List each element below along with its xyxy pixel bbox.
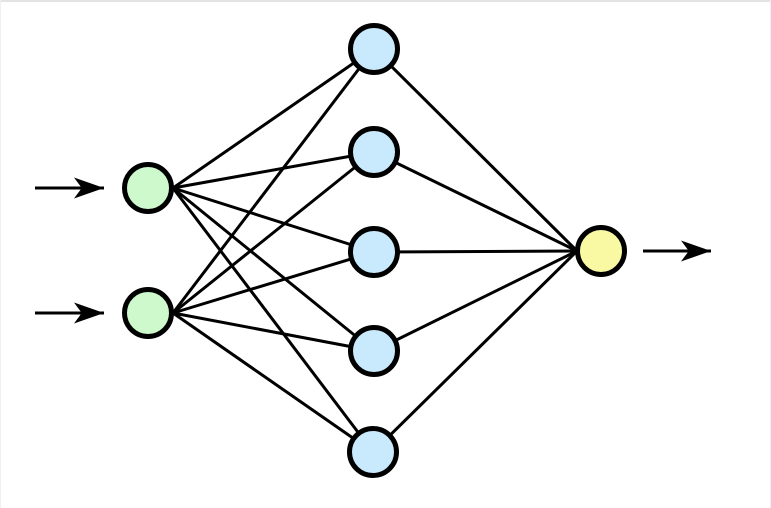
edge-input-node-2-to-hidden-node-4 — [172, 311, 375, 353]
hidden-node-2 — [348, 126, 400, 178]
output-node-1 — [575, 225, 627, 277]
nodes-group — [122, 23, 627, 478]
edge-input-node-1-to-hidden-node-4 — [172, 186, 375, 353]
edge-hidden-node-1-to-output-node-1 — [372, 47, 579, 253]
edge-input-node-2-to-hidden-node-2 — [172, 150, 375, 315]
edge-input-node-1-to-hidden-node-5 — [171, 187, 375, 453]
viewport-left-border — [0, 0, 1, 508]
edge-hidden-node-4-to-output-node-1 — [373, 249, 578, 353]
input-node-1 — [122, 162, 174, 214]
hidden-node-4 — [348, 325, 400, 377]
edge-input-node-1-to-hidden-node-1 — [172, 47, 375, 190]
viewport-top-border — [0, 0, 771, 2]
input-node-2 — [122, 287, 174, 339]
edges-group — [171, 47, 579, 454]
arrows-group — [35, 177, 711, 324]
edge-hidden-node-5-to-output-node-1 — [371, 249, 579, 454]
hidden-node-5 — [347, 426, 399, 478]
hidden-node-1 — [348, 23, 400, 75]
edge-hidden-node-3-to-output-node-1 — [373, 249, 578, 254]
edge-input-node-2-to-hidden-node-1 — [171, 48, 376, 314]
edge-hidden-node-2-to-output-node-1 — [373, 150, 578, 253]
hidden-node-3 — [348, 226, 400, 278]
edge-input-node-2-to-hidden-node-3 — [172, 250, 375, 315]
edge-input-node-2-to-hidden-node-5 — [172, 311, 374, 454]
edge-input-node-1-to-hidden-node-3 — [172, 186, 375, 254]
edge-input-node-1-to-hidden-node-2 — [172, 150, 375, 190]
